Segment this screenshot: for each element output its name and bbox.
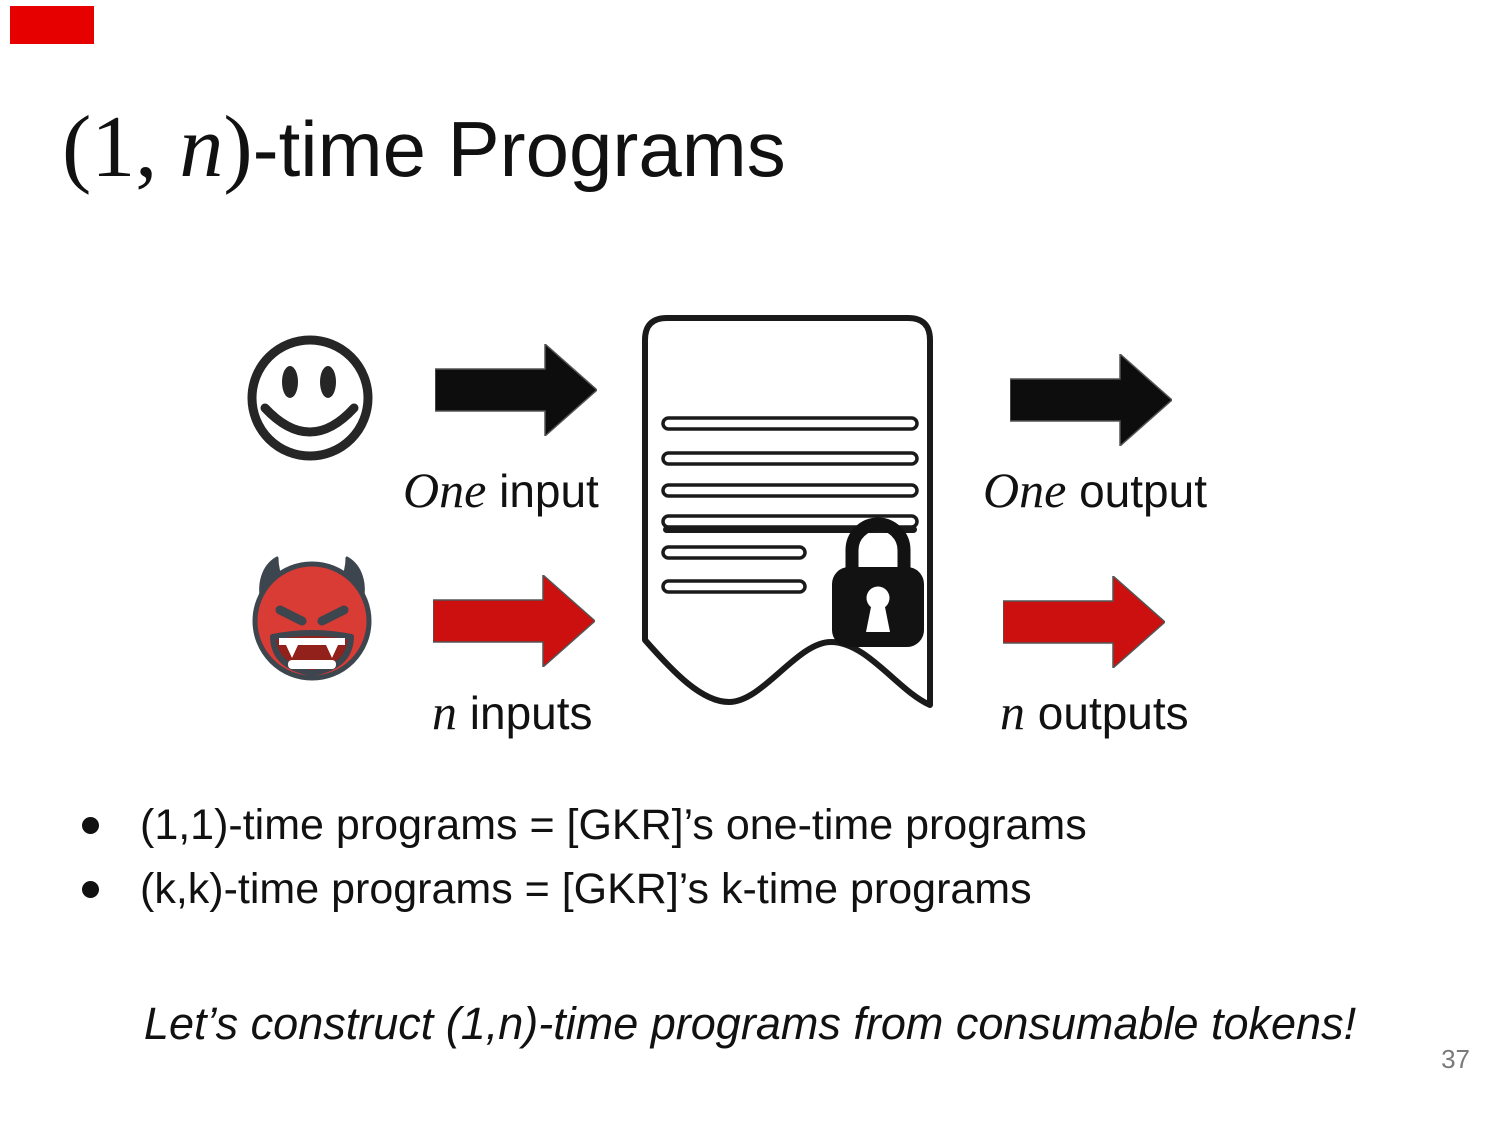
smiley-face-icon: [247, 335, 373, 461]
bullet-dot-icon: [82, 817, 99, 834]
label-n-inputs: n inputs: [432, 683, 593, 741]
locked-program-document-icon: [642, 315, 933, 708]
bullet-list: (1,1)-time programs = [GKR]’s one-time p…: [80, 804, 1087, 932]
title-serif-part: (1,: [62, 99, 180, 196]
bullet-dot-icon: [82, 881, 99, 898]
label-one-input-em: One: [403, 462, 487, 518]
padlock-icon: [832, 517, 924, 647]
bullet-item-2: (k,k)-time programs = [GKR]’s k-time pro…: [80, 868, 1087, 911]
callout-text: Let’s construct (1,n)-time programs from…: [143, 998, 1357, 1049]
label-n-inputs-em: n: [432, 684, 457, 740]
label-n-inputs-rest: inputs: [457, 687, 593, 739]
bullet-text-1: (1,1)-time programs = [GKR]’s one-time p…: [140, 801, 1087, 849]
document-text-lines: [661, 416, 919, 594]
devil-face-icon: [252, 556, 372, 681]
page-number: 37: [1441, 1044, 1470, 1074]
bullet-text-2: (k,k)-time programs = [GKR]’s k-time pro…: [140, 865, 1032, 913]
title-sans-part: -time Programs: [252, 105, 786, 193]
one-input-arrow-icon: [435, 344, 597, 436]
label-n-outputs-rest: outputs: [1025, 687, 1189, 739]
title-n-variable: n: [179, 99, 224, 196]
bullet-item-1: (1,1)-time programs = [GKR]’s one-time p…: [80, 804, 1087, 847]
label-one-input: One input: [403, 461, 599, 519]
n-outputs-arrow-icon: [1003, 576, 1165, 668]
page-title: (1, n)-time Programs: [62, 104, 786, 192]
label-one-output-rest: output: [1066, 465, 1207, 517]
label-n-outputs: n outputs: [1000, 683, 1189, 741]
n-inputs-arrow-icon: [433, 575, 595, 667]
label-one-input-rest: input: [486, 465, 599, 517]
one-output-arrow-icon: [1010, 354, 1172, 446]
title-serif-close: ): [223, 99, 253, 196]
label-n-outputs-em: n: [1000, 684, 1025, 740]
label-one-output: One output: [983, 461, 1207, 519]
slide-corner-marker: [10, 6, 94, 44]
label-one-output-em: One: [983, 462, 1067, 518]
